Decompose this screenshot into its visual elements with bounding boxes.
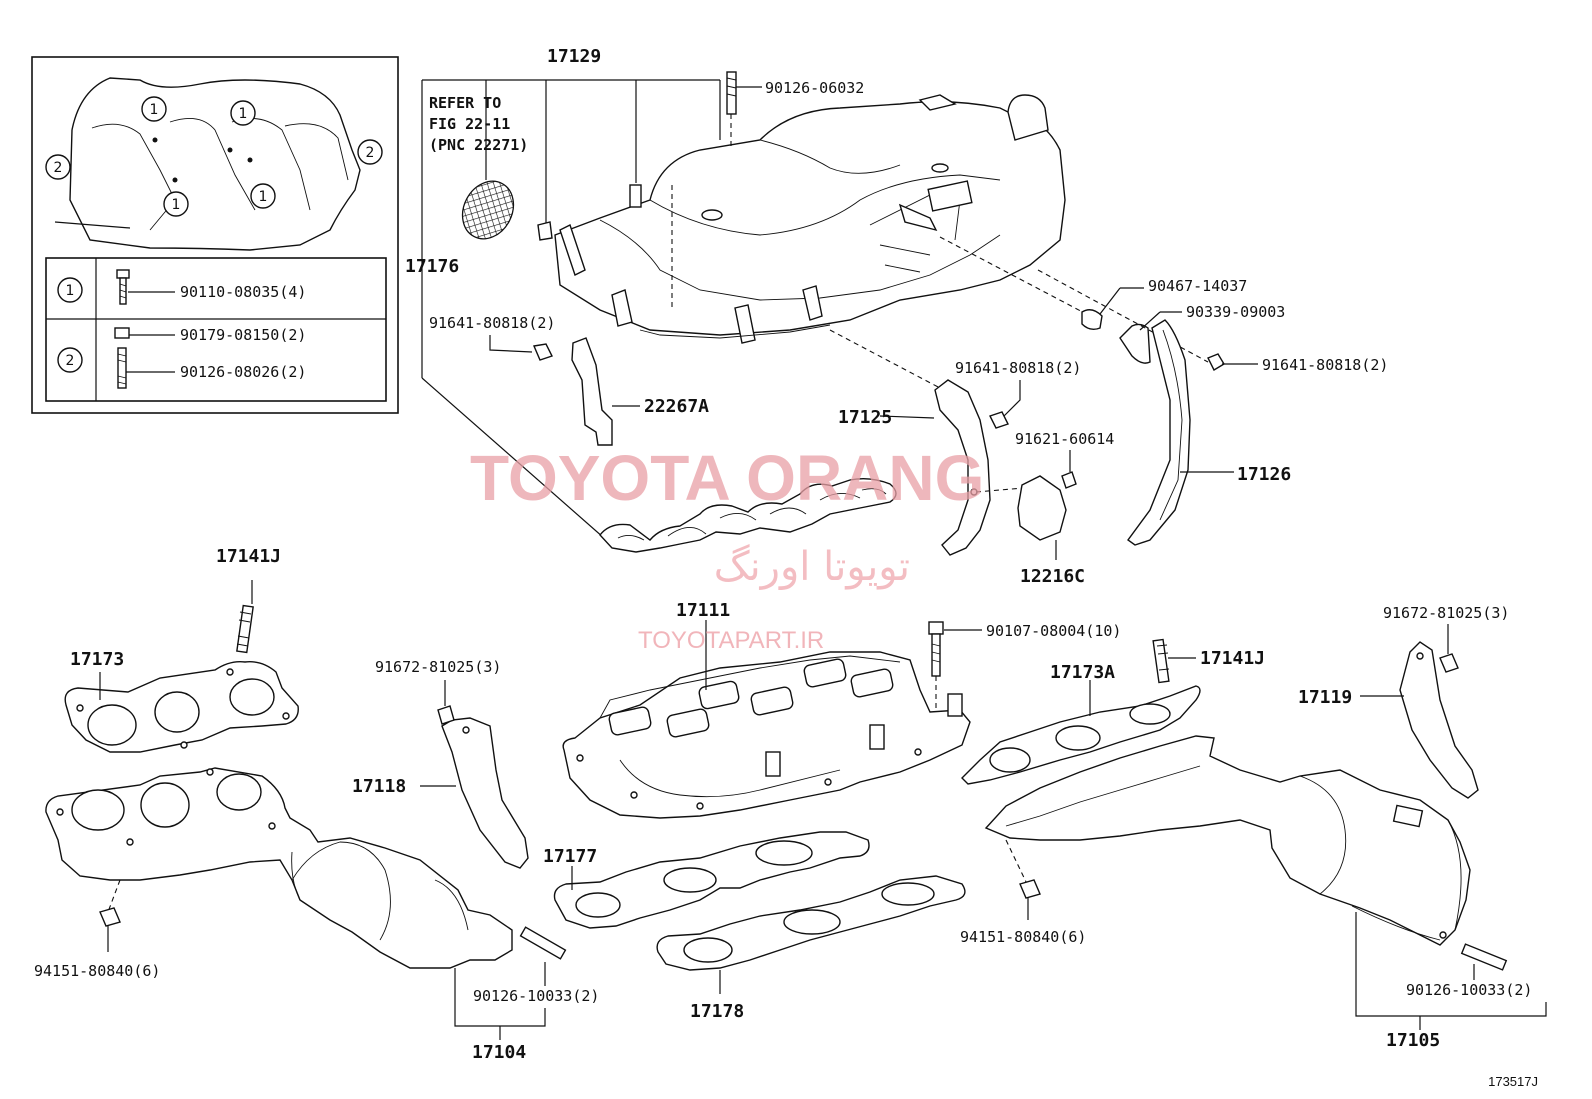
inset-callout-1a: 1 <box>141 96 167 122</box>
svg-text:1: 1 <box>239 106 248 122</box>
intake-screen-part <box>461 180 515 240</box>
watermark-site: TOYOTAPART.IR <box>638 627 824 654</box>
label-17141J-left: 17141J <box>216 546 281 567</box>
watermark-brand-fa: تویوتا اورنگ <box>714 544 910 590</box>
inset-callout-1b: 1 <box>230 100 256 126</box>
nut-icon <box>114 327 175 339</box>
bracket-17125-part <box>934 379 991 556</box>
label-91672-81025-left: 91672-81025(3) <box>375 658 501 676</box>
label-91641-80818-right: 91641-80818(2) <box>1262 356 1388 374</box>
label-17119: 17119 <box>1298 687 1352 708</box>
label-17176: 17176 <box>405 256 459 277</box>
label-17118: 17118 <box>352 776 406 797</box>
intake-plenum-part <box>554 94 1066 344</box>
stud-90126-right-part <box>1460 943 1508 971</box>
bolt-icon <box>116 269 175 305</box>
figure-id: 173517J <box>1488 1074 1538 1089</box>
label-12216C: 12216C <box>1020 566 1085 587</box>
label-17111: 17111 <box>676 600 730 621</box>
exhaust-manifold-right-part <box>984 735 1471 946</box>
label-17129: 17129 <box>547 46 601 67</box>
bracket-17119-part <box>1399 641 1479 799</box>
label-94151-80840-right: 94151-80840(6) <box>960 928 1086 946</box>
inset-callout-1d: 1 <box>250 183 276 209</box>
nut-94151-left-part <box>99 907 121 927</box>
label-94151-80840-left: 94151-80840(6) <box>34 962 160 980</box>
refer-note-line-3: (PNC 22271) <box>429 136 528 154</box>
label-17173A: 17173A <box>1050 662 1115 683</box>
refer-note-line-2: FIG 22-11 <box>429 115 510 133</box>
label-90107-08004: 90107-08004(10) <box>986 622 1121 640</box>
svg-text:1: 1 <box>172 197 181 213</box>
label-17125: 17125 <box>838 407 892 428</box>
legend-part-2b: 90126-08026(2) <box>180 363 306 381</box>
label-22267A: 22267A <box>644 396 709 417</box>
label-90467-14037: 90467-14037 <box>1148 277 1247 295</box>
label-17177: 17177 <box>543 846 597 867</box>
inset-callout-1c: 1 <box>163 191 189 217</box>
inset-panel: 1 1 1 1 2 2 1 2 <box>31 56 399 414</box>
nut-94151-right-part <box>1019 879 1041 899</box>
refer-note: REFER TO FIG 22-11 (PNC 22271) <box>429 94 528 154</box>
svg-text:1: 1 <box>150 102 159 118</box>
svg-text:2: 2 <box>66 353 75 369</box>
stud-icon <box>117 347 175 389</box>
label-17141J-right: 17141J <box>1200 648 1265 669</box>
label-90126-10033-left: 90126-10033(2) <box>473 987 599 1005</box>
svg-text:2: 2 <box>54 160 63 176</box>
svg-text:2: 2 <box>366 145 375 161</box>
label-91641-80818-mid: 91641-80818(2) <box>955 359 1081 377</box>
label-91621-60614: 91621-60614 <box>1015 430 1114 448</box>
bracket-17118-part <box>441 717 529 869</box>
label-90126-10033-right: 90126-10033(2) <box>1406 981 1532 999</box>
bracket-12216c-part <box>1017 475 1067 541</box>
label-17104: 17104 <box>472 1042 526 1063</box>
intake-manifold-part <box>562 651 971 819</box>
label-17173: 17173 <box>70 649 124 670</box>
stud-17141j-left-part <box>236 604 254 654</box>
stud-17141j-right-part <box>1152 638 1170 684</box>
bolt-90107-part <box>928 621 944 635</box>
exhaust-manifold-left-part <box>45 767 513 969</box>
clamp-part <box>1081 309 1103 331</box>
inset-callout-2b: 2 <box>357 139 383 165</box>
stud-90126-left-part <box>519 926 567 960</box>
inset-legend-table: 1 2 90110-08035(4) 90179-08150(2) <box>45 257 387 402</box>
label-17105: 17105 <box>1386 1030 1440 1051</box>
label-91672-81025-right: 91672-81025(3) <box>1383 604 1509 622</box>
inset-manifold-sketch <box>54 77 361 251</box>
bracket-22267a-part <box>571 337 613 446</box>
refer-note-line-1: REFER TO <box>429 94 501 112</box>
hose-part <box>1119 323 1151 364</box>
legend-part-1: 90110-08035(4) <box>180 283 306 301</box>
label-90339-09003: 90339-09003 <box>1186 303 1285 321</box>
inset-callout-2a: 2 <box>45 154 71 180</box>
label-17178: 17178 <box>690 1001 744 1022</box>
legend-part-2a: 90179-08150(2) <box>180 326 306 344</box>
svg-text:1: 1 <box>259 189 268 205</box>
watermark-brand: TOYOTA ORANG <box>470 442 984 514</box>
svg-text:1: 1 <box>66 283 75 299</box>
label-91641-80818-left: 91641-80818(2) <box>429 314 555 332</box>
label-17126: 17126 <box>1237 464 1291 485</box>
label-90126-06032: 90126-06032 <box>765 79 864 97</box>
